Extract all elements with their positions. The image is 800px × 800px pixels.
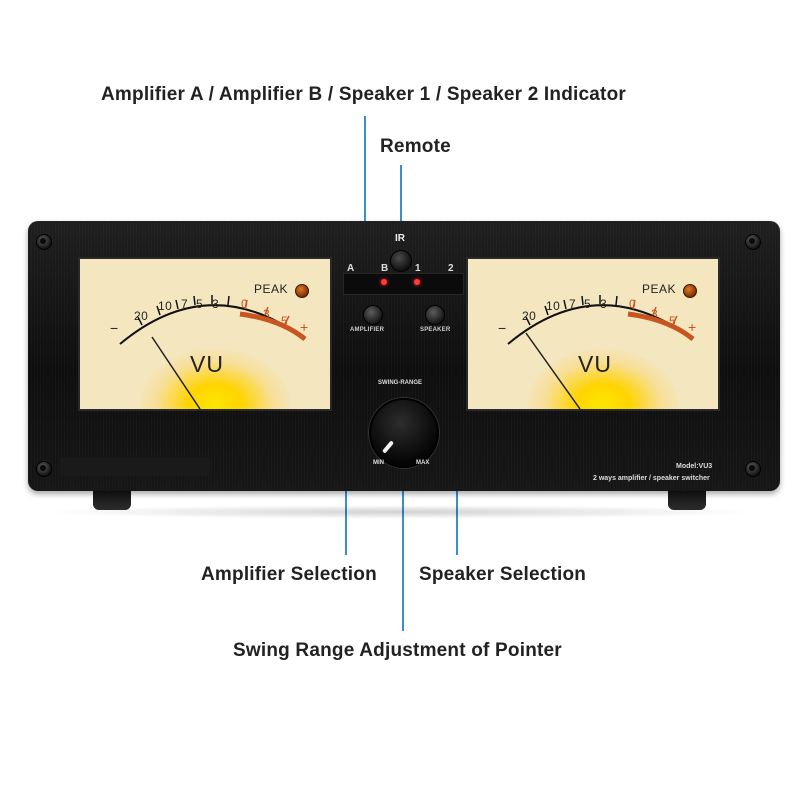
right-meter-scale — [507, 295, 695, 409]
device-shadow — [40, 505, 760, 519]
right-foot — [668, 488, 706, 510]
speaker-select-button[interactable] — [425, 305, 445, 325]
right-scale-3: 3 — [600, 297, 608, 311]
amplifier-button-label: AMPLIFIER — [350, 327, 385, 333]
left-minus-sign: − — [110, 320, 119, 336]
right-minus-sign: − — [498, 320, 507, 336]
left-vu-meter: PEAK − 20 10 7 5 3 0 3 5 + VU — [78, 257, 332, 411]
indicator-leader-line — [364, 116, 366, 259]
swing-range-knob[interactable] — [369, 398, 439, 468]
description-label: 2 ways amplifier / speaker switcher — [593, 475, 710, 482]
screw-bottom-right — [745, 461, 761, 477]
left-scale-10: 10 — [158, 299, 173, 313]
screw-top-right — [745, 234, 761, 250]
left-scale-20: 20 — [134, 309, 149, 323]
amplifier-select-button[interactable] — [363, 305, 383, 325]
obscured-logo-area — [60, 458, 210, 476]
indicator-callout: Amplifier A / Amplifier B / Speaker 1 / … — [101, 84, 626, 105]
left-foot — [93, 488, 131, 510]
left-scale-red-3: 3 — [263, 307, 271, 321]
left-plus-sign: + — [300, 319, 309, 335]
amplifier-selection-callout: Amplifier Selection — [201, 564, 377, 585]
right-scale-red-5: 5 — [669, 314, 677, 328]
screw-bottom-left — [36, 461, 52, 477]
left-peak-label: PEAK — [254, 282, 289, 296]
indicator-panel — [343, 273, 464, 295]
indicator-label-1: 1 — [415, 263, 421, 274]
remote-callout: Remote — [380, 136, 451, 157]
right-vu-label: VU — [578, 351, 612, 377]
swing-range-leader-line — [402, 456, 404, 631]
right-scale-0: 0 — [629, 297, 637, 311]
knob-max-label: MAX — [416, 460, 430, 466]
right-scale-red-3: 3 — [651, 307, 659, 321]
right-scale-10: 10 — [546, 299, 561, 313]
left-scale-0: 0 — [241, 297, 249, 311]
speaker-1-led — [414, 279, 420, 285]
right-scale-5: 5 — [584, 297, 592, 311]
indicator-label-a: A — [347, 263, 355, 274]
left-scale-5: 5 — [196, 297, 204, 311]
left-scale-red-5: 5 — [281, 314, 289, 328]
ir-remote-sensor — [390, 250, 412, 272]
left-peak-led — [295, 284, 309, 298]
left-vu-label: VU — [190, 351, 224, 377]
model-label: Model:VU3 — [676, 463, 713, 470]
right-peak-label: PEAK — [642, 282, 677, 296]
right-meter-needle — [525, 332, 581, 409]
right-peak-led — [683, 284, 697, 298]
right-scale-7: 7 — [569, 297, 577, 311]
knob-min-label: MIN — [373, 460, 384, 466]
right-scale-20: 20 — [522, 309, 537, 323]
right-vu-meter: PEAK − 20 10 7 5 3 0 3 5 + VU — [466, 257, 720, 411]
speaker-button-label: SPEAKER — [420, 327, 451, 333]
left-meter-scale — [119, 295, 307, 409]
left-scale-3: 3 — [212, 297, 220, 311]
indicator-label-2: 2 — [448, 263, 454, 274]
knob-indicator — [381, 440, 395, 454]
swing-range-title: SWING-RANGE — [378, 380, 422, 386]
screw-top-left — [36, 234, 52, 250]
left-meter-needle — [151, 336, 201, 409]
right-plus-sign: + — [688, 319, 697, 335]
indicator-label-b: B — [381, 263, 389, 274]
ir-label: IR — [395, 233, 405, 244]
swing-range-callout: Swing Range Adjustment of Pointer — [233, 640, 562, 661]
remote-leader-line — [400, 165, 402, 237]
left-scale-7: 7 — [181, 297, 189, 311]
amplifier-b-led — [381, 279, 387, 285]
speaker-selection-callout: Speaker Selection — [419, 564, 587, 585]
